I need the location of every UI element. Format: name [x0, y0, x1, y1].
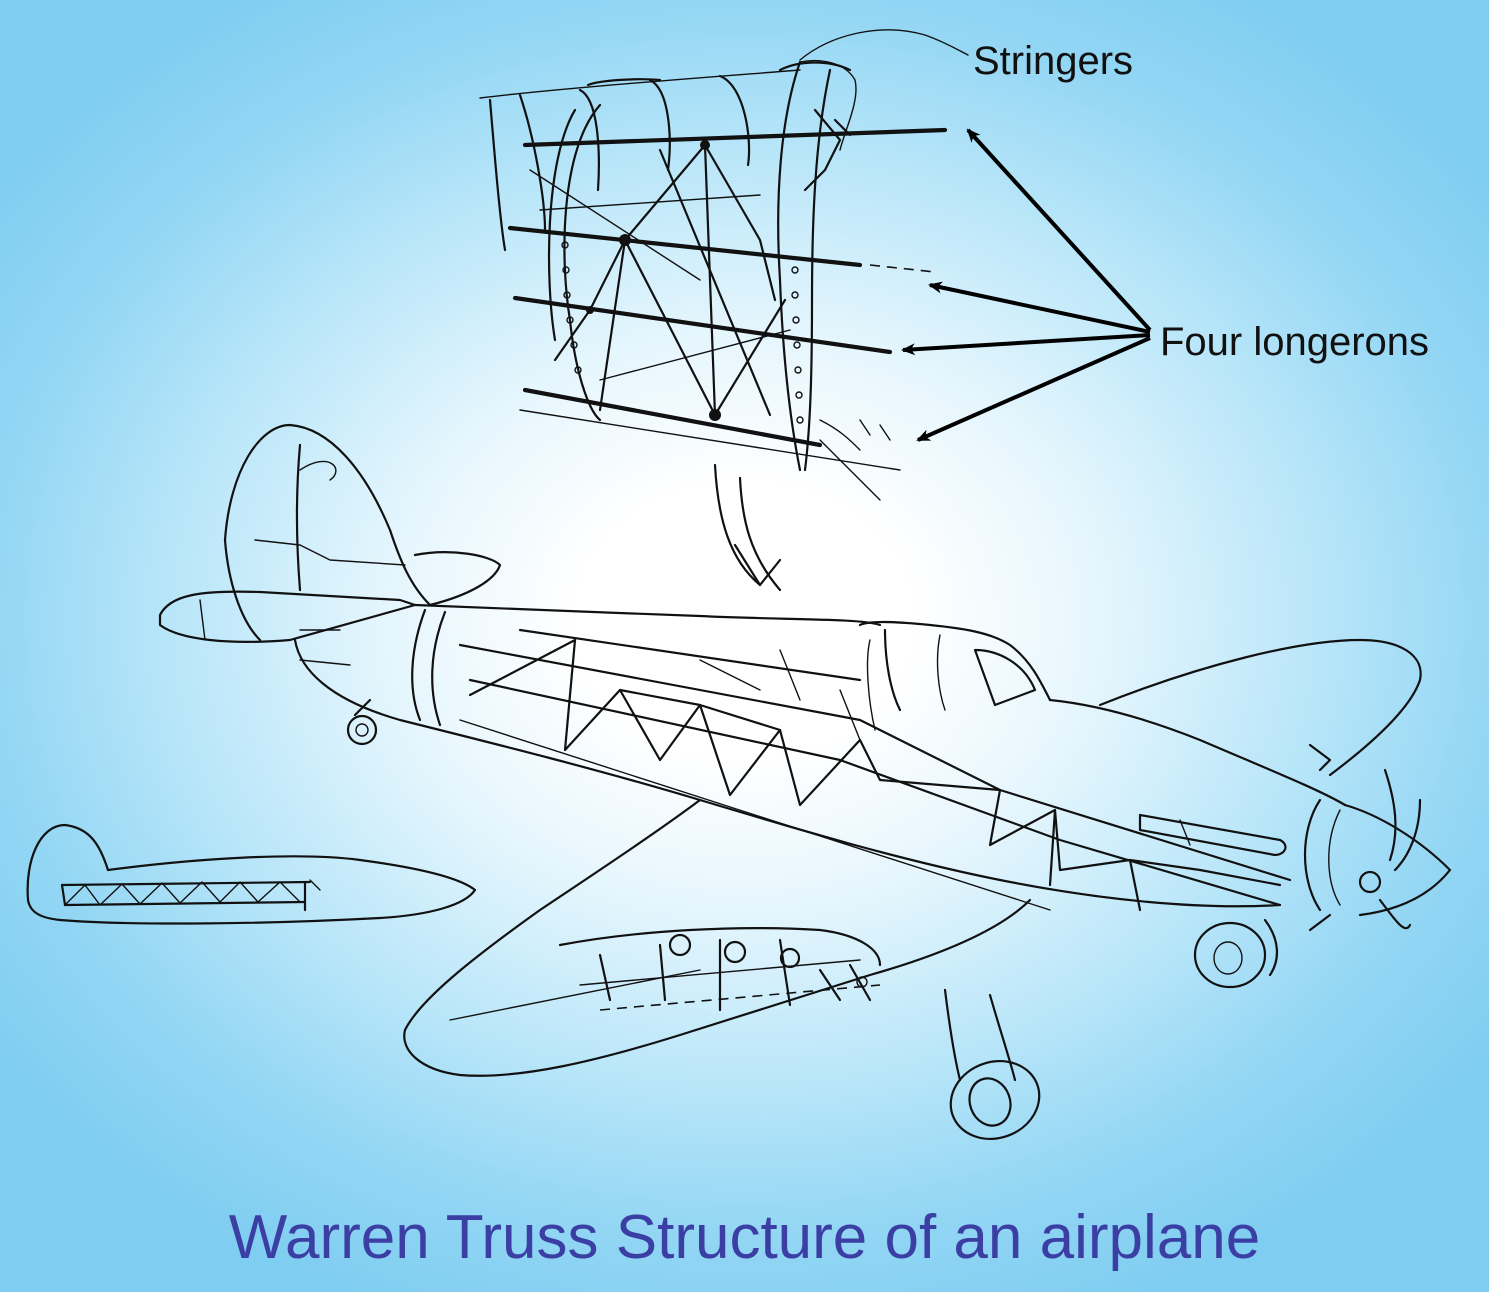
longerons-arrows: [901, 128, 1152, 442]
stringers-label: Stringers: [973, 39, 1134, 83]
fuselage-section-detail: [479, 59, 948, 501]
stringers-leader: [799, 29, 969, 61]
longerons-label: Four longerons: [1160, 320, 1430, 364]
side-view-fuselage: [26, 823, 477, 925]
detail-pointer-arrow: [713, 463, 782, 592]
diagram-caption: Warren Truss Structure of an airplane: [228, 1203, 1261, 1272]
airplane-drawing: [158, 423, 1452, 1140]
